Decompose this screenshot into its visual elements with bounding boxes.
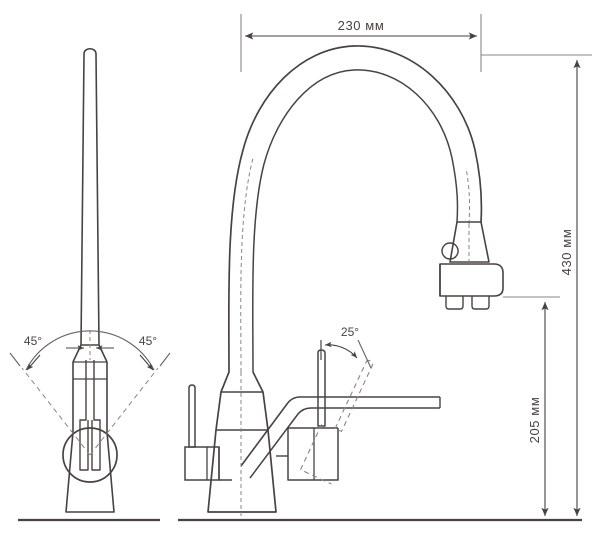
filtered-water-spout-arm — [240, 396, 441, 479]
front-view: 45° 45° — [9, 47, 171, 513]
swivel-arc — [25, 330, 155, 371]
aerator-knob-icon — [441, 242, 459, 260]
angle-label-right-45: 45° — [139, 334, 157, 348]
angle-indicator-25 — [320, 339, 372, 369]
dimension-430: 430 мм — [481, 54, 592, 516]
front-body-shroud — [65, 344, 115, 513]
front-lever-hub — [62, 427, 118, 483]
filtered-water-outlet-block — [439, 263, 504, 297]
gooseneck-spout-outer — [227, 45, 483, 373]
dimension-230: 230 мм — [240, 14, 482, 72]
outlet-prongs — [445, 296, 490, 310]
front-spout-column — [80, 47, 100, 346]
spout-tip-collar — [449, 221, 490, 263]
filter-lever-handle — [276, 349, 339, 481]
dimension-label-230: 230 мм — [338, 18, 385, 33]
dimension-205: 205 мм — [503, 296, 560, 516]
filter-lever-tilted-ghost — [299, 359, 374, 485]
dimension-label-205: 205 мм — [527, 397, 542, 444]
dimension-label-430: 430 мм — [559, 229, 574, 276]
swivel-limit-rays — [9, 352, 171, 456]
angle-label-25: 25° — [341, 325, 359, 339]
front-twin-stems — [79, 360, 101, 471]
main-body-cone — [207, 371, 277, 513]
swivel-arc-arrowheads — [26, 354, 154, 371]
angle-label-left-45: 45° — [24, 334, 42, 348]
gooseneck-center-axis — [240, 157, 471, 373]
side-view: 25° — [184, 45, 504, 516]
gooseneck-spout-inner — [251, 69, 459, 373]
main-lever-handle — [184, 384, 232, 481]
